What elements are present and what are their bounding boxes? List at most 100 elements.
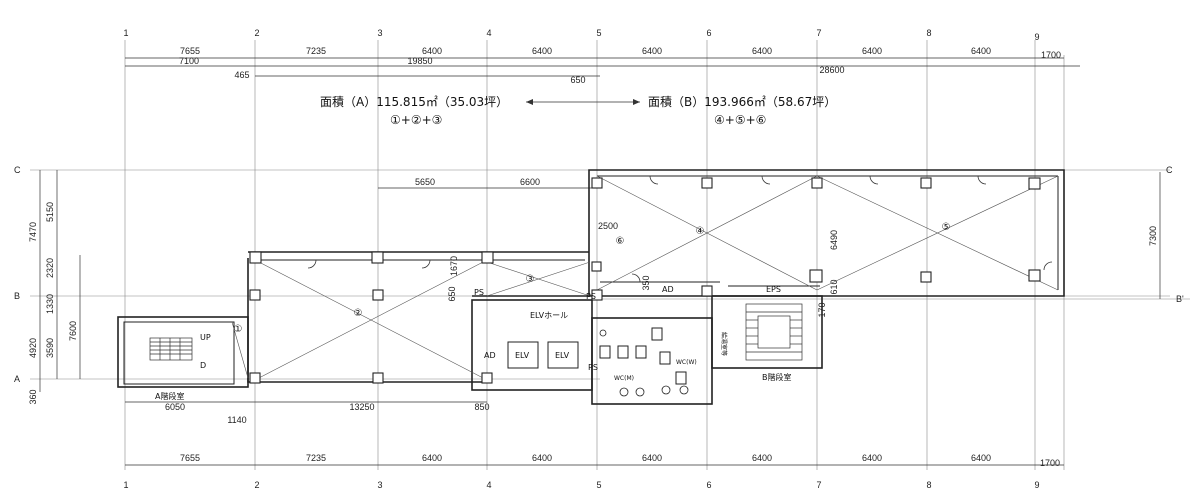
- col-label-8-bottom: 8: [926, 480, 931, 490]
- dim-bot-3-4: 6400: [422, 453, 442, 463]
- col-label-7-bottom: 7: [816, 480, 821, 490]
- ps-label-3: PS: [588, 363, 598, 372]
- eps-label: EPS: [766, 285, 781, 294]
- elv-2-label: ELV: [555, 351, 570, 360]
- dim-top-6-7: 6400: [752, 46, 772, 56]
- dim-bot-5-6: 6400: [642, 453, 662, 463]
- dim-left-4920: 4920: [28, 338, 38, 358]
- col-label-8: 8: [926, 28, 931, 38]
- dim-bot-9-end: 1700: [1040, 458, 1060, 468]
- col-label-9: 9: [1034, 32, 1039, 42]
- wc-m-label: WC(M): [614, 375, 634, 382]
- stair-b-label: B階段室: [762, 372, 792, 382]
- col-label-5-bottom: 5: [596, 480, 601, 490]
- dim-top-9-end: 1700: [1041, 50, 1061, 60]
- dim-650-v: 650: [447, 286, 457, 301]
- dim-5650: 5650: [415, 177, 435, 187]
- col-label-7: 7: [816, 28, 821, 38]
- dim-left-3590: 3590: [45, 338, 55, 358]
- ad-label-core: AD: [484, 351, 496, 360]
- bottom-dimensions: 7655 7235 6400 6400 6400 6400 6400 6400 …: [125, 453, 1064, 468]
- dim-6490: 6490: [829, 230, 839, 250]
- dim-left-7600: 7600: [68, 321, 78, 341]
- row-label-b-prime: B': [1176, 294, 1184, 304]
- dim-left-5150: 5150: [45, 202, 55, 222]
- zone-6: ⑥: [616, 236, 625, 247]
- dim-left-360: 360: [28, 389, 38, 404]
- dim-bot-6-7: 6400: [752, 453, 772, 463]
- dim-top-7-8: 6400: [862, 46, 882, 56]
- dim-610: 610: [829, 279, 839, 294]
- col-label-4: 4: [486, 28, 491, 38]
- column-labels-top: 1 2 3 4 5 6 7 8 9: [123, 28, 1039, 42]
- row-labels: C B A C B': [14, 165, 1184, 384]
- walls: [117, 169, 1065, 405]
- dim-left-1330: 1330: [45, 294, 55, 314]
- vertical-room-label: 給湯室等: [720, 332, 728, 356]
- dim-bot-4-5: 6400: [532, 453, 552, 463]
- dim-850: 850: [474, 402, 489, 412]
- wc-w-label: WC(W): [676, 359, 697, 366]
- stair-a-up: UP: [200, 333, 211, 342]
- col-label-6-bottom: 6: [706, 480, 711, 490]
- col-label-4-bottom: 4: [486, 480, 491, 490]
- area-b-text: 面積（B）193.966㎡（58.67坪）: [648, 94, 836, 109]
- col-label-1: 1: [123, 28, 128, 38]
- toilet-fixtures: [599, 327, 689, 397]
- ad-label-2: AD: [662, 285, 674, 294]
- dim-top-2-3: 7235: [306, 46, 326, 56]
- dim-1140: 1140: [227, 415, 246, 425]
- dim-top-3-4: 6400: [422, 46, 442, 56]
- zone-4: ④: [696, 226, 705, 237]
- column-labels-bottom: 1 2 3 4 5 6 7 8 9: [123, 480, 1039, 490]
- door-swings: [307, 175, 1053, 283]
- dim-top-4-5: 6400: [532, 46, 552, 56]
- dim-top-1-2: 7655: [180, 46, 200, 56]
- zone-2: ②: [354, 308, 363, 319]
- dim-top-28600: 28600: [819, 65, 844, 75]
- elv-1-label: ELV: [515, 351, 530, 360]
- lower-dimensions: 6050 13250 1140 850: [125, 401, 490, 425]
- zone-5: ⑤: [942, 222, 951, 233]
- dim-left-2320: 2320: [45, 258, 55, 278]
- dim-1670: 1670: [449, 256, 459, 276]
- row-label-a: A: [14, 374, 20, 384]
- dim-bot-7-8: 6400: [862, 453, 882, 463]
- dim-350: 350: [641, 275, 651, 290]
- col-label-3-bottom: 3: [377, 480, 382, 490]
- stair-a-dn: D: [200, 361, 206, 370]
- zone-markers: ① ② ③ ④ ⑤ ⑥: [234, 222, 951, 335]
- stair-a-detail: [149, 337, 193, 361]
- elevator-2: [547, 341, 579, 369]
- dim-top-465: 465: [234, 70, 249, 80]
- col-label-5: 5: [596, 28, 601, 38]
- dim-6050: 6050: [165, 402, 185, 412]
- ps-label-2: PS: [586, 292, 596, 301]
- dim-top-8-9: 6400: [971, 46, 991, 56]
- zone-3: ③: [526, 274, 535, 285]
- dim-6600: 6600: [520, 177, 540, 187]
- left-dimensions: 7470 5150 2320 1330 7600 4920 3590 360: [28, 170, 81, 405]
- col-label-9-bottom: 9: [1034, 480, 1039, 490]
- col-label-6: 6: [706, 28, 711, 38]
- elevator-1: [507, 341, 539, 369]
- column-grid-lines: [124, 40, 1065, 470]
- columns: [249, 177, 1041, 384]
- dim-bot-1-2: 7655: [180, 453, 200, 463]
- col-label-2: 2: [254, 28, 259, 38]
- dim-top-19850: 19850: [407, 56, 432, 66]
- dim-bot-8-9: 6400: [971, 453, 991, 463]
- zone-1: ①: [234, 324, 243, 335]
- dim-bot-2-3: 7235: [306, 453, 326, 463]
- dim-left-7470: 7470: [28, 222, 38, 242]
- col-label-2-bottom: 2: [254, 480, 259, 490]
- area-a-text: 面積（A）115.815㎡（35.03坪）: [320, 94, 508, 109]
- area-a-formula: ①+②+③: [390, 113, 442, 127]
- stair-a-label: A階段室: [155, 391, 184, 401]
- row-label-c-right: C: [1166, 165, 1173, 175]
- dim-top-650: 650: [570, 75, 585, 85]
- elevator-cars: [507, 341, 579, 369]
- col-label-3: 3: [377, 28, 382, 38]
- stair-b-detail: [745, 303, 803, 361]
